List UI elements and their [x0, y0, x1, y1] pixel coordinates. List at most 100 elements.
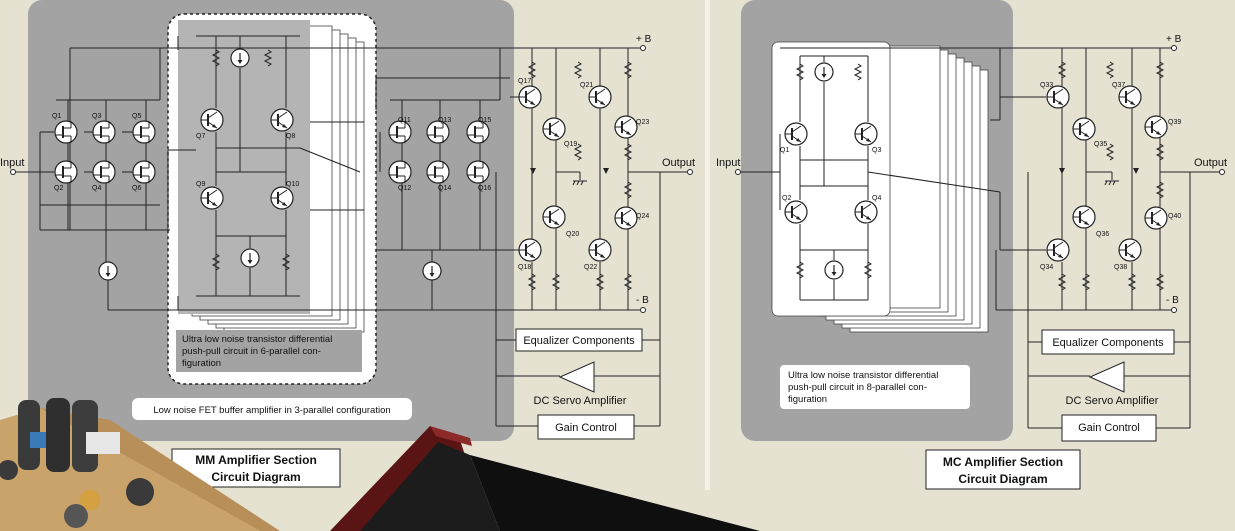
mm-transistor-q17	[518, 85, 542, 109]
mm-diode	[530, 168, 536, 174]
capacitor-icon-2	[46, 398, 70, 472]
chassis-photo	[330, 426, 760, 531]
mc-equalizer-label: Equalizer Components	[1052, 337, 1164, 349]
mc-transistor-q38	[1118, 238, 1142, 262]
mc-transistor-q40	[1144, 206, 1168, 230]
mc-ground-icon	[1104, 180, 1119, 186]
mc-transistor-q2	[784, 200, 808, 224]
mm-fet-callout-bg	[132, 398, 412, 420]
mc-transistor-q4	[854, 200, 878, 224]
mm-dc-servo-amp-icon	[558, 361, 595, 393]
mc-output-label: Output	[1194, 157, 1227, 169]
mm-diff-callout-line3: figuration	[182, 358, 221, 369]
mm-terminals	[10, 45, 693, 313]
mc-current-source-top	[814, 62, 834, 82]
mc-plus-b-label: + B	[1166, 34, 1182, 45]
mm-label-q7: Q7	[196, 133, 205, 140]
mm-current-source-buffer	[422, 261, 442, 281]
mm-label-q19: Q19	[564, 141, 577, 148]
mm-transistor-q20	[542, 205, 566, 229]
mc-input-label: Input	[716, 157, 740, 169]
mm-label-q2: Q2	[54, 185, 63, 192]
mm-fet-q13	[426, 120, 450, 144]
connector-icon	[86, 432, 120, 454]
mc-diff-module	[771, 41, 891, 317]
mm-fet-q12	[388, 160, 412, 184]
mc-dc-servo-amp-icon	[1088, 361, 1125, 393]
mm-transistor-q18	[518, 238, 542, 262]
mm-transistor-q24	[614, 206, 638, 230]
mc-diode	[1059, 168, 1065, 174]
capacitor-icon-4	[126, 478, 154, 506]
mm-transistor-q21	[588, 85, 612, 109]
mm-label-q10: Q10	[286, 181, 299, 188]
mm-label-q22: Q22	[584, 264, 597, 271]
blue-component-icon	[30, 432, 46, 448]
mm-fet-q11	[388, 120, 412, 144]
mm-gain-label: Gain Control	[555, 422, 617, 434]
mc-gain-label: Gain Control	[1078, 422, 1140, 434]
mm-label-q14: Q14	[438, 185, 451, 192]
mc-transistor-q35	[1072, 117, 1096, 141]
mm-fet-q3	[92, 120, 116, 144]
mc-gain-control-box	[1061, 414, 1157, 442]
mm-title-line2: Circuit Diagram	[211, 470, 300, 484]
mm-label-q8: Q8	[286, 133, 295, 140]
mm-label-q21: Q21	[580, 82, 593, 89]
mc-label-q1: Q1	[780, 147, 789, 154]
mm-label-q4: Q4	[92, 185, 101, 192]
mm-components	[54, 48, 638, 291]
mc-label-q34: Q34	[1040, 264, 1053, 271]
mm-label-q3: Q3	[92, 113, 101, 120]
mc-equalizer-box	[1041, 329, 1175, 355]
mm-label-q12: Q12	[398, 185, 411, 192]
mc-diff-callout-bg	[780, 365, 970, 409]
mm-fet-callout: Low noise FET buffer amplifier in 3-para…	[153, 405, 390, 416]
mm-diff-callout-line1: Ultra low noise transistor differential	[182, 334, 332, 345]
mm-fet-q15	[466, 120, 490, 144]
capacitor-icon-5	[80, 490, 100, 510]
mm-diode-2	[603, 168, 609, 174]
mc-title-line2: Circuit Diagram	[958, 472, 1047, 486]
mm-servo-label: DC Servo Amplifier	[534, 395, 627, 407]
mc-diode-2	[1133, 168, 1139, 174]
mm-fet-q6	[132, 160, 156, 184]
mc-label-q40: Q40	[1168, 213, 1181, 220]
mm-diff-callout-line2: push-pull circuit in 6-parallel con-	[182, 346, 321, 357]
mc-current-source-bottom	[824, 260, 844, 280]
mm-plus-b-label: + B	[636, 34, 652, 45]
mc-servo-label: DC Servo Amplifier	[1066, 395, 1159, 407]
mm-label-q11: Q11	[398, 117, 411, 124]
mm-current-source-top	[230, 48, 250, 68]
mc-label-q37: Q37	[1112, 82, 1125, 89]
mc-diff-callout-line2: push-pull circuit in 8-parallel con-	[788, 382, 927, 393]
mc-label-q36: Q36	[1096, 231, 1109, 238]
mc-diff-callout-line1: Ultra low noise transistor differential	[788, 370, 938, 381]
mm-label-q20: Q20	[566, 231, 579, 238]
mc-transistor-q3	[854, 122, 878, 146]
mc-transistor-q37	[1118, 85, 1142, 109]
mm-fet-q14	[426, 160, 450, 184]
mm-current-source-bottom	[240, 248, 260, 268]
mm-ground-icon	[572, 180, 587, 186]
mm-transistor-q19	[542, 117, 566, 141]
mc-transistor-q33	[1046, 85, 1070, 109]
mc-label-q33: Q33	[1040, 82, 1053, 89]
mm-label-q9: Q9	[196, 181, 205, 188]
mm-label-q18: Q18	[518, 264, 531, 271]
mc-title-line1: MC Amplifier Section	[943, 455, 1063, 469]
mm-label-q24: Q24	[636, 213, 649, 220]
mm-transistor-q9	[200, 186, 224, 210]
circuit-board-photo	[0, 398, 280, 531]
mc-minus-b-label: - B	[1166, 295, 1179, 306]
mc-label-q4: Q4	[872, 195, 881, 202]
mm-label-q6: Q6	[132, 185, 141, 192]
mm-equalizer-label: Equalizer Components	[523, 335, 635, 347]
mm-transistor-q8	[270, 108, 294, 132]
mm-label-q23: Q23	[636, 119, 649, 126]
mm-current-source-fet	[98, 261, 118, 281]
mm-fet-q4	[92, 160, 116, 184]
mm-minus-b-label: - B	[636, 295, 649, 306]
